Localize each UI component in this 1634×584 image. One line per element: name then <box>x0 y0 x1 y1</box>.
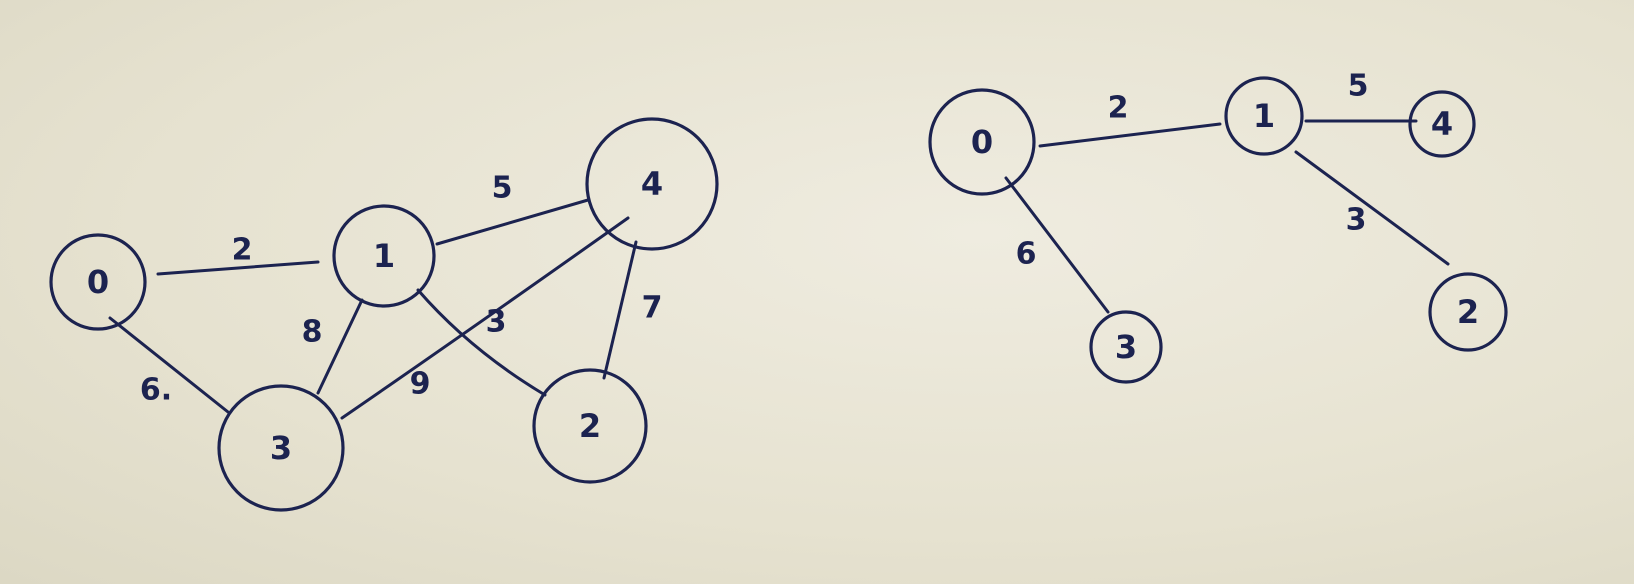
tree-node-1: 1 <box>1224 76 1304 156</box>
weight-1-3: 8 <box>302 315 323 350</box>
tree-edge-0-3 <box>1004 176 1110 314</box>
tree-edge-0-1 <box>1038 122 1222 148</box>
node-0-label: 0 <box>87 263 109 301</box>
edge-4-2 <box>602 240 638 380</box>
nodes-original: 0 1 4 3 2 <box>49 117 719 512</box>
edge-3-4 <box>340 216 630 420</box>
node-2-circle <box>532 368 648 484</box>
node-0-circle <box>49 233 147 331</box>
edge-0-1 <box>156 260 320 276</box>
tree-node-2-circle <box>1428 272 1508 352</box>
node-1-circle <box>332 204 436 308</box>
tree-weight-0-1: 2 <box>1108 91 1129 126</box>
edge-1-4 <box>435 198 590 246</box>
node-1: 1 <box>332 204 436 308</box>
tree-node-3-label: 3 <box>1115 328 1137 366</box>
tree-node-3: 3 <box>1089 310 1163 384</box>
node-3-circle <box>217 384 345 512</box>
tree-node-0-label: 0 <box>971 123 993 161</box>
tree-node-2-label: 2 <box>1457 293 1479 331</box>
tree-node-1-label: 1 <box>1253 97 1275 135</box>
tree-weight-1-4: 5 <box>1348 69 1369 104</box>
node-0: 0 <box>49 233 147 331</box>
tree-node-4-label: 4 <box>1431 105 1453 143</box>
tree-node-0-circle <box>928 88 1036 196</box>
weight-3-4: 9 <box>410 367 431 402</box>
tree-node-2: 2 <box>1428 272 1508 352</box>
edges-tree <box>1004 119 1450 314</box>
nodes-tree: 0 1 4 3 2 <box>928 76 1508 384</box>
node-4: 4 <box>585 117 719 251</box>
weight-4-2: 7 <box>642 291 663 326</box>
node-1-label: 1 <box>373 237 395 275</box>
weight-3-0: 6. <box>140 373 172 408</box>
node-2: 2 <box>532 368 648 484</box>
spanning-tree: 2 5 3 6 0 1 4 3 2 <box>928 69 1508 384</box>
node-3-label: 3 <box>270 429 292 467</box>
weight-0-1: 2 <box>232 233 253 268</box>
tree-node-0: 0 <box>928 88 1036 196</box>
tree-node-4: 4 <box>1408 90 1476 158</box>
weight-1-2: 3 <box>486 305 507 340</box>
tree-node-1-circle <box>1224 76 1304 156</box>
node-2-label: 2 <box>579 407 601 445</box>
node-4-circle <box>585 117 719 251</box>
node-3: 3 <box>217 384 345 512</box>
edge-1-3 <box>316 298 364 395</box>
edge-3-0 <box>108 316 230 414</box>
original-graph: 2 5 8 3 9 7 6. 0 1 4 3 <box>49 117 719 512</box>
tree-node-4-circle <box>1408 90 1476 158</box>
tree-weight-1-2: 3 <box>1346 203 1367 238</box>
tree-node-3-circle <box>1089 310 1163 384</box>
weights-original: 2 5 8 3 9 7 6. <box>140 171 663 408</box>
tree-edge-1-2 <box>1294 150 1450 266</box>
tree-weight-0-3: 6 <box>1016 237 1037 272</box>
edges-original <box>108 198 638 420</box>
weight-1-4: 5 <box>492 171 513 206</box>
node-4-label: 4 <box>641 165 663 203</box>
edge-1-2 <box>416 288 547 397</box>
weights-tree: 2 5 3 6 <box>1016 69 1369 272</box>
